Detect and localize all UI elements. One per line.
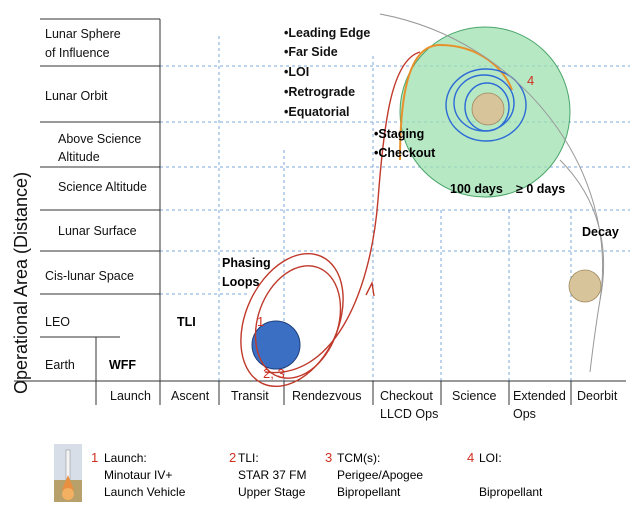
decay-path-2 [559, 159, 605, 301]
tli-label: TLI [177, 315, 196, 329]
legend-num: 4 [467, 450, 474, 465]
column-label: Science [452, 389, 497, 403]
launch-vehicle-image [54, 444, 82, 502]
legend-line: STAR 37 FM [238, 468, 306, 482]
row-label: Earth [45, 358, 75, 372]
trajectory [240, 51, 421, 388]
decay-label: Decay [582, 225, 619, 239]
legend-item-launch: 1 Launch: Minotaur IV+ Launch Vehicle [91, 450, 186, 499]
column-label: Transit [231, 389, 269, 403]
legend-title: TLI: [238, 451, 259, 465]
column-label: Launch [110, 389, 151, 403]
loi-item: •Equatorial [284, 105, 350, 119]
approach-arc [399, 43, 513, 161]
legend-line: Perigee/Apogee [337, 468, 423, 482]
checkout-label: •Checkout [374, 146, 436, 160]
row-label: Cis-lunar Space [45, 269, 134, 283]
legend-line: Minotaur IV+ [104, 468, 172, 482]
loi-item: •LOI [284, 65, 309, 79]
y-axis-title: Operational Area (Distance) [11, 172, 31, 394]
column-label: Ascent [171, 389, 210, 403]
column-labels: Launch Ascent Transit Rendezvous Checkou… [110, 389, 618, 421]
legend-line: Upper Stage [238, 485, 306, 499]
axes [14, 19, 626, 405]
row-label: of Influence [45, 46, 110, 60]
loi-item: •Far Side [284, 45, 338, 59]
row-label: LEO [45, 315, 70, 329]
row-labels: Lunar Sphere of Influence Lunar Orbit Ab… [45, 27, 147, 372]
column-label: Checkout [380, 389, 433, 403]
lunar-orbits [445, 68, 527, 142]
legend-line: Bipropellant [337, 485, 401, 499]
phasing-label: Loops [222, 275, 260, 289]
earth-icon [251, 320, 301, 370]
loi-item: •Retrograde [284, 85, 355, 99]
legend-line: Bipropellant [479, 485, 543, 499]
legend-item-tcm: 3 TCM(s): Perigee/Apogee Bipropellant [325, 450, 423, 499]
legend-num: 2 [229, 450, 236, 465]
marker-4: 4 [527, 73, 534, 88]
column-label: LLCD Ops [380, 407, 438, 421]
loi-list: •Leading Edge •Far Side •LOI •Retrograde… [284, 26, 370, 119]
row-separators [40, 18, 160, 338]
extended-duration: ≥ 0 days [516, 182, 565, 196]
legend-title: TCM(s): [337, 451, 380, 465]
science-duration: 100 days [450, 182, 503, 196]
column-label: Rendezvous [292, 389, 362, 403]
legend: 1 Launch: Minotaur IV+ Launch Vehicle 2 … [91, 450, 543, 499]
legend-title: LOI: [479, 451, 502, 465]
legend-item-loi: 4 LOI: Bipropellant [467, 450, 543, 499]
column-label: Deorbit [577, 389, 618, 403]
legend-num: 3 [325, 450, 332, 465]
legend-item-tli: 2 TLI: STAR 37 FM Upper Stage [229, 450, 306, 499]
column-label: Ops [513, 407, 536, 421]
row-label: Science Altitude [58, 180, 147, 194]
row-label: Altitude [58, 150, 100, 164]
row-label: Lunar Orbit [45, 89, 108, 103]
column-label: Extended [513, 389, 566, 403]
wff-label: WFF [109, 358, 136, 372]
legend-line: Launch Vehicle [104, 485, 186, 499]
marker-2-3: 2, 3 [263, 366, 285, 381]
marker-1: 1 [257, 314, 264, 329]
legend-title: Launch: [104, 451, 147, 465]
row-label: Lunar Sphere [45, 27, 121, 41]
legend-num: 1 [91, 450, 98, 465]
staging-label: •Staging [374, 127, 424, 141]
loi-item: •Leading Edge [284, 26, 370, 40]
decay-moon-icon [568, 269, 602, 303]
decay-path [379, 13, 604, 373]
phasing-label: Phasing [222, 256, 271, 270]
row-label: Above Science [58, 132, 141, 146]
moon-icon [471, 92, 505, 126]
row-label: Lunar Surface [58, 224, 137, 238]
